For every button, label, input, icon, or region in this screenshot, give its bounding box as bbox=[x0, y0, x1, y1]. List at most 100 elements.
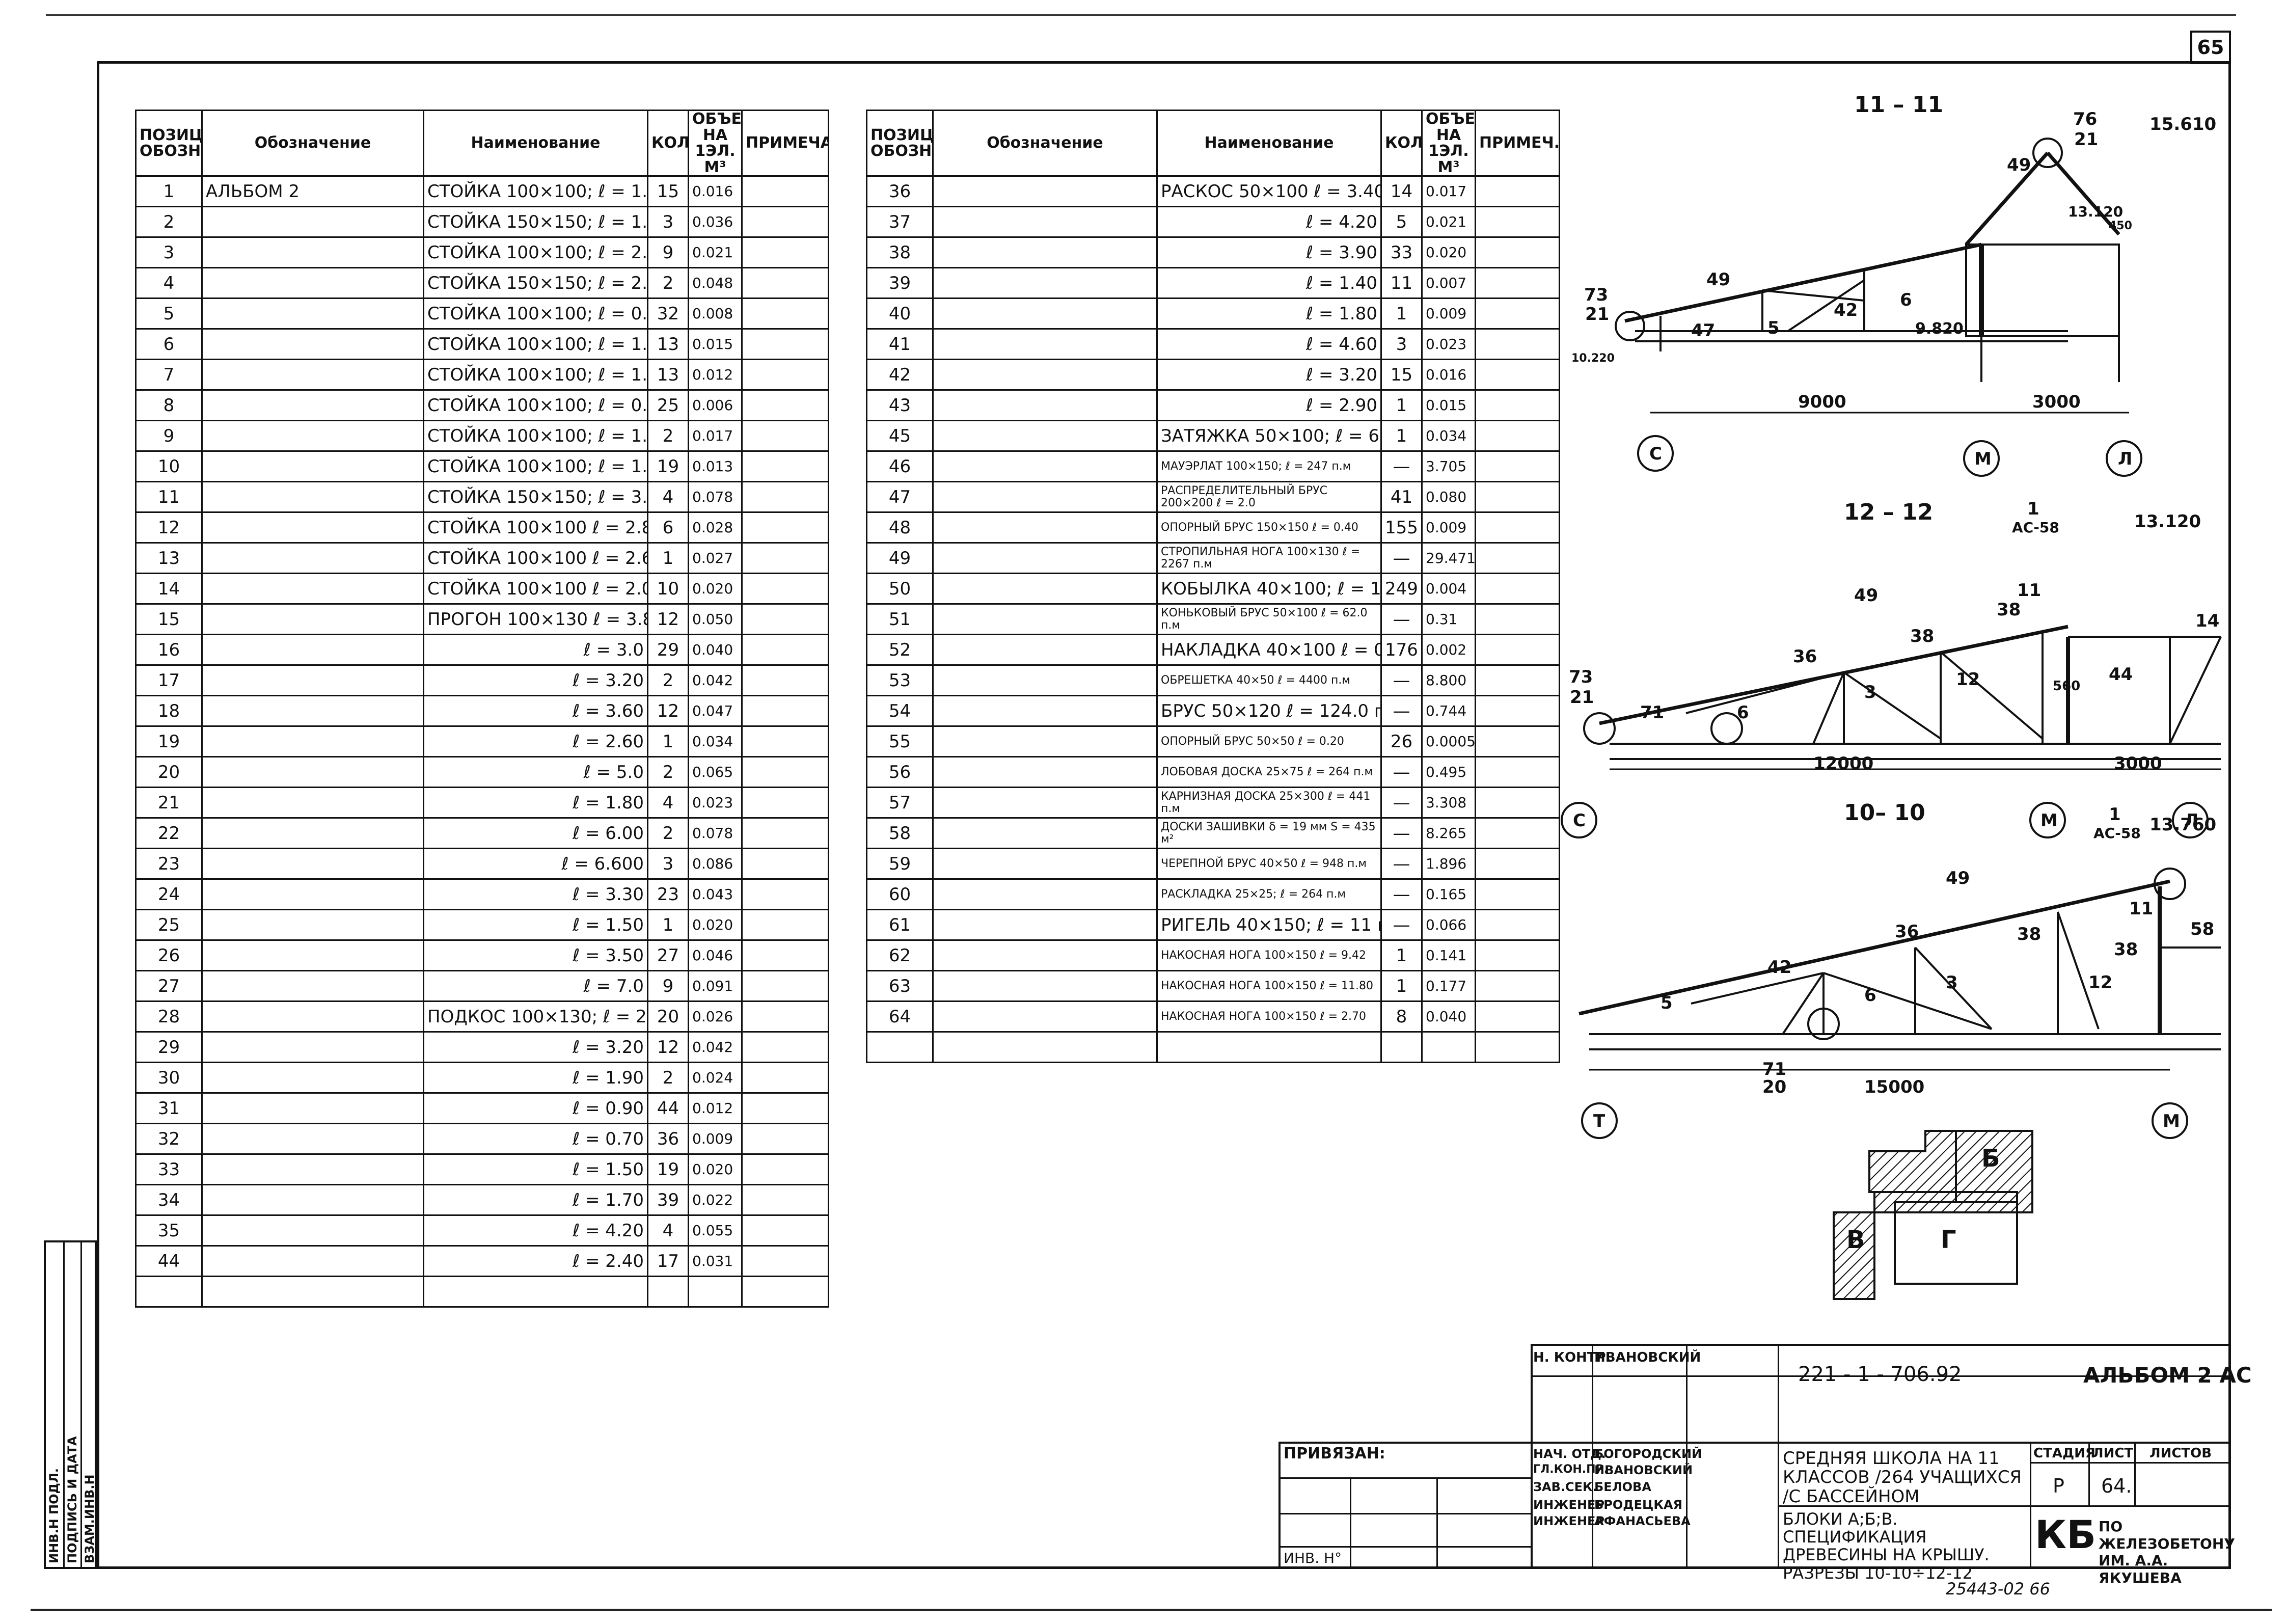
table-cell: ℓ = 2.90 bbox=[1156, 389, 1382, 421]
table-cell: 0.020 bbox=[688, 573, 743, 605]
table-cell bbox=[741, 420, 829, 452]
table-cell: 4 bbox=[647, 1214, 689, 1247]
s10-label: 71 bbox=[1762, 1059, 1786, 1079]
table-cell: СТОЙКА 100×100; ℓ = 1.45 bbox=[423, 328, 648, 360]
privyazan-label: ПРИВЯЗАН: bbox=[1284, 1445, 1385, 1463]
axis-bubble-label: С bbox=[1649, 444, 1662, 464]
table-cell: ℓ = 6.00 bbox=[423, 817, 648, 849]
s12-label: 44 bbox=[2109, 664, 2133, 685]
table-cell bbox=[201, 542, 424, 574]
table-cell bbox=[741, 236, 829, 268]
table-cell bbox=[741, 267, 829, 299]
table-cell: 0.021 bbox=[1421, 206, 1476, 238]
table-cell: 0.007 bbox=[1421, 267, 1476, 299]
table-cell: 1 bbox=[1380, 970, 1423, 1002]
table-cell bbox=[201, 878, 424, 910]
table-cell bbox=[741, 328, 829, 360]
name-inzhener-2: АФАНАСЬЕВА bbox=[1594, 1514, 1691, 1528]
s11-label: 6 bbox=[1900, 290, 1912, 310]
table-cell bbox=[201, 970, 424, 1002]
s10-label: 58 bbox=[2190, 919, 2214, 939]
table-cell: КАРНИЗНАЯ ДОСКА 25×300 ℓ = 441 п.м bbox=[1156, 787, 1382, 819]
table-cell bbox=[201, 511, 424, 544]
table-cell: ℓ = 1.50 bbox=[423, 909, 648, 941]
s11-label: 42 bbox=[1834, 300, 1858, 320]
section-title-11: 11 – 11 bbox=[1854, 92, 1943, 118]
s12-label: 73 bbox=[1569, 667, 1593, 687]
table-cell: СТОЙКА 100×100; ℓ = 1.60 bbox=[423, 175, 648, 207]
table-cell bbox=[1475, 695, 1560, 727]
table-cell: 1 bbox=[1380, 420, 1423, 452]
table-cell: 28 bbox=[135, 1000, 203, 1033]
side-strip-vzam: ВЗАМ.ИНВ.Н bbox=[83, 1474, 97, 1563]
table-cell: 25 bbox=[647, 389, 689, 421]
name-nach-otd: БОГОРОДСКИЙ bbox=[1594, 1447, 1702, 1461]
role-inzhener-2: ИНЖЕНЕР bbox=[1533, 1514, 1605, 1528]
table-cell: 19 bbox=[647, 1153, 689, 1185]
table-cell: 29 bbox=[135, 1031, 203, 1063]
s11-label: 76 bbox=[2073, 109, 2097, 129]
s11-label: 450 bbox=[2109, 220, 2132, 232]
table-cell: 29 bbox=[647, 634, 689, 666]
table-cell bbox=[201, 725, 424, 757]
table-cell bbox=[1475, 939, 1560, 971]
table-cell bbox=[1475, 634, 1560, 666]
axis-bubble-label: Т bbox=[1593, 1111, 1605, 1131]
table-cell: 0.040 bbox=[688, 634, 743, 666]
column-header: ОБЪЕМ НА 1ЭЛ. М³ bbox=[1421, 110, 1476, 177]
table-cell: 1.896 bbox=[1421, 848, 1476, 880]
side-approval-strip: ИНВ.Н ПОДЛ. ПОДПИСЬ И ДАТА ВЗАМ.ИНВ.Н bbox=[44, 1240, 97, 1569]
table-cell: 47 bbox=[866, 481, 934, 513]
table-cell bbox=[741, 450, 829, 482]
table-cell: 55 bbox=[866, 725, 934, 757]
column-header: ПРИМЕЧ. bbox=[1475, 110, 1560, 177]
table-cell bbox=[932, 725, 1158, 757]
table-cell bbox=[932, 1000, 1158, 1033]
table-cell bbox=[741, 1214, 829, 1247]
table-cell: СТРОПИЛЬНАЯ НОГА 100×130 ℓ = 2267 п.м bbox=[1156, 542, 1382, 574]
column-header: КОЛ. bbox=[1380, 110, 1423, 177]
table-cell bbox=[1475, 389, 1560, 421]
table-cell bbox=[932, 542, 1158, 574]
table-cell: ℓ = 1.80 bbox=[1156, 297, 1382, 330]
table-cell: 31 bbox=[135, 1092, 203, 1124]
table-cell: 0.744 bbox=[1421, 695, 1476, 727]
table-cell: 0.009 bbox=[1421, 297, 1476, 330]
table-cell: ℓ = 0.90 bbox=[423, 1092, 648, 1124]
table-cell bbox=[741, 481, 829, 513]
table-cell: 44 bbox=[135, 1245, 203, 1277]
sections-drawing: 11 – 11 76 21 15.610 49 13.120 450 73 21… bbox=[1561, 92, 2222, 1139]
table-cell bbox=[1421, 1031, 1476, 1063]
table-cell: 20 bbox=[647, 1000, 689, 1033]
table-cell: РАСПРЕДЕЛИТЕЛЬНЫЙ БРУС 200×200 ℓ = 2.0 bbox=[1156, 481, 1382, 513]
s11-label: 73 bbox=[1584, 285, 1608, 305]
s10-label: 6 bbox=[1864, 985, 1876, 1006]
s10-label: 13.760 bbox=[2149, 815, 2216, 835]
s12-label: 6 bbox=[1737, 702, 1749, 723]
page-number: 65 bbox=[2197, 36, 2224, 59]
table-cell: 0.495 bbox=[1421, 756, 1476, 788]
table-cell bbox=[932, 481, 1158, 513]
table-cell: — bbox=[1380, 848, 1423, 880]
table-cell bbox=[201, 848, 424, 880]
table-cell bbox=[201, 787, 424, 819]
table-cell: КОНЬКОВЫЙ БРУС 50×100 ℓ = 62.0 п.м bbox=[1156, 603, 1382, 635]
table-cell: ПРОГОН 100×130 ℓ = 3.80 bbox=[423, 603, 648, 635]
side-strip-sign: ПОДПИСЬ И ДАТА bbox=[65, 1436, 79, 1563]
table-cell: 33 bbox=[1380, 236, 1423, 268]
axis-bubble-label: Л bbox=[2184, 810, 2198, 831]
table-cell: 23 bbox=[135, 848, 203, 880]
table-cell: 63 bbox=[866, 970, 934, 1002]
table-cell bbox=[1475, 542, 1560, 574]
table-cell: СТОЙКА 100×100 ℓ = 2.80 bbox=[423, 511, 648, 544]
table-cell: ℓ = 1.80 bbox=[423, 787, 648, 819]
